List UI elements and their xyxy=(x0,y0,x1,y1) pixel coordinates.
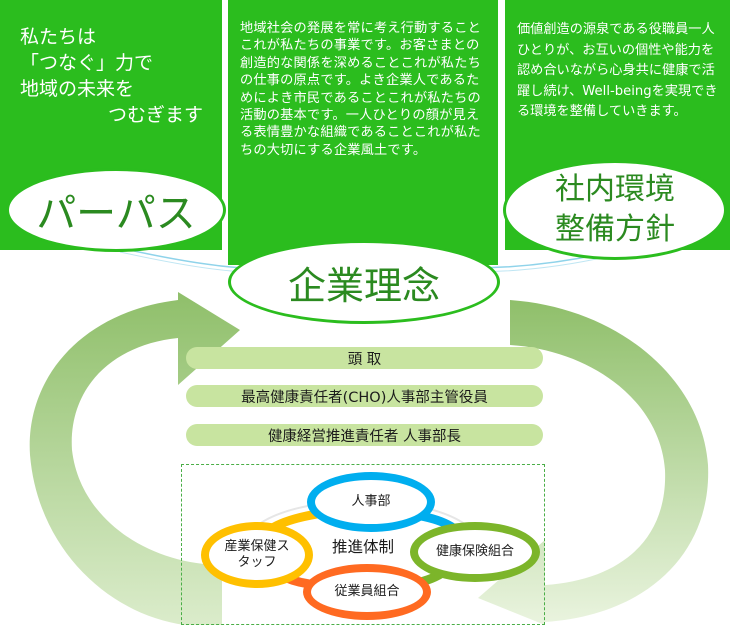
left-cycle-arrow xyxy=(29,292,240,625)
policy-label-line-1: 社内環境 xyxy=(555,172,675,207)
philosophy-panel: 地域社会の発展を常に考え行動することこれが私たちの事業です。お客さまとの創造的な… xyxy=(228,0,498,265)
philosophy-text: 地域社会の発展を常に考え行動することこれが私たちの事業です。お客さまとの創造的な… xyxy=(240,21,481,158)
node-hr-department: 人事部 xyxy=(307,472,435,532)
policy-oval: 社内環境 整備方針 xyxy=(503,160,727,260)
node-union-label: 従業員組合 xyxy=(334,584,400,599)
node-health-insurance: 健康保険組合 xyxy=(410,522,540,582)
vision-line-1: 私たちは xyxy=(20,26,97,48)
structure-box xyxy=(181,464,545,625)
purpose-label: パーパス xyxy=(36,191,196,237)
node-health-staff: 産業保健スタッフ xyxy=(201,522,313,588)
purpose-vision-text: 私たちは 「つなぐ」力で 地域の未来を つむぎます xyxy=(20,24,205,128)
hierarchy-label-manager: 健康経営推進責任者 人事部長 xyxy=(267,428,462,445)
policy-label-line-2: 整備方針 xyxy=(555,212,675,247)
node-employee-union: 従業員組合 xyxy=(303,564,431,620)
philosophy-label: 企業理念 xyxy=(287,263,440,308)
node-health-label: 健康保険組合 xyxy=(435,544,514,559)
hierarchy-label-cho: 最高健康責任者(CHO)人事部主管役員 xyxy=(241,389,488,406)
vision-line-2: 「つなぐ」力で xyxy=(20,52,154,74)
philosophy-oval: 企業理念 xyxy=(228,240,500,324)
node-staff-label: 産業保健スタッフ xyxy=(224,539,290,570)
vision-line-3: 地域の未来を xyxy=(20,78,135,100)
policy-text: 価値創造の源泉である役職員一人ひとりが、お互いの個性や能力を認め合いながら心身共… xyxy=(517,22,718,119)
structure-center-label: 推進体制 xyxy=(331,538,394,556)
right-cycle-arrow xyxy=(478,300,709,625)
hierarchy-bar-cho: 最高健康責任者(CHO)人事部主管役員 xyxy=(186,385,543,407)
hierarchy-bar-president: 頭 取 xyxy=(186,347,543,369)
hierarchy-label-president: 頭 取 xyxy=(347,351,382,368)
vision-line-4: つむぎます xyxy=(107,104,203,126)
purpose-oval: パーパス xyxy=(6,168,226,252)
node-hr-label: 人事部 xyxy=(351,494,391,509)
hierarchy-bar-manager: 健康経営推進責任者 人事部長 xyxy=(186,424,543,446)
